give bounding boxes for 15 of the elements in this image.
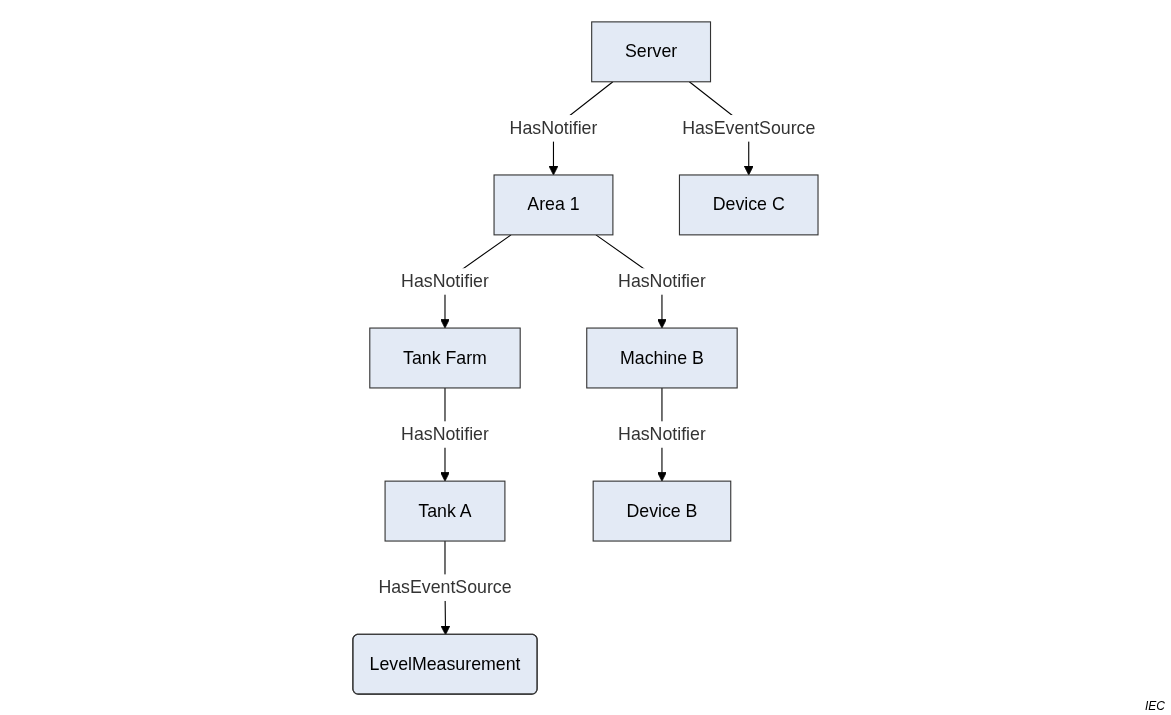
edge-label: HasNotifier <box>509 117 598 137</box>
source-mark: IEC <box>1145 699 1165 713</box>
edge-label: HasNotifier <box>618 424 706 443</box>
node-box: Device B <box>592 480 732 542</box>
node-box: Server <box>591 20 712 82</box>
edge-label: HasNotifier <box>401 270 489 290</box>
node-box: Area 1 <box>493 173 614 235</box>
node-box: Device C <box>678 173 819 235</box>
node-box: Machine B <box>586 327 738 388</box>
edge-label: HasNotifier <box>401 424 489 443</box>
node-box: Tank A <box>384 480 506 542</box>
edge-label: HasEventSource <box>682 117 816 137</box>
edge-label: HasEventSource <box>378 577 512 596</box>
node-box: Tank Farm <box>369 327 521 388</box>
edge-label: HasNotifier <box>618 270 706 290</box>
